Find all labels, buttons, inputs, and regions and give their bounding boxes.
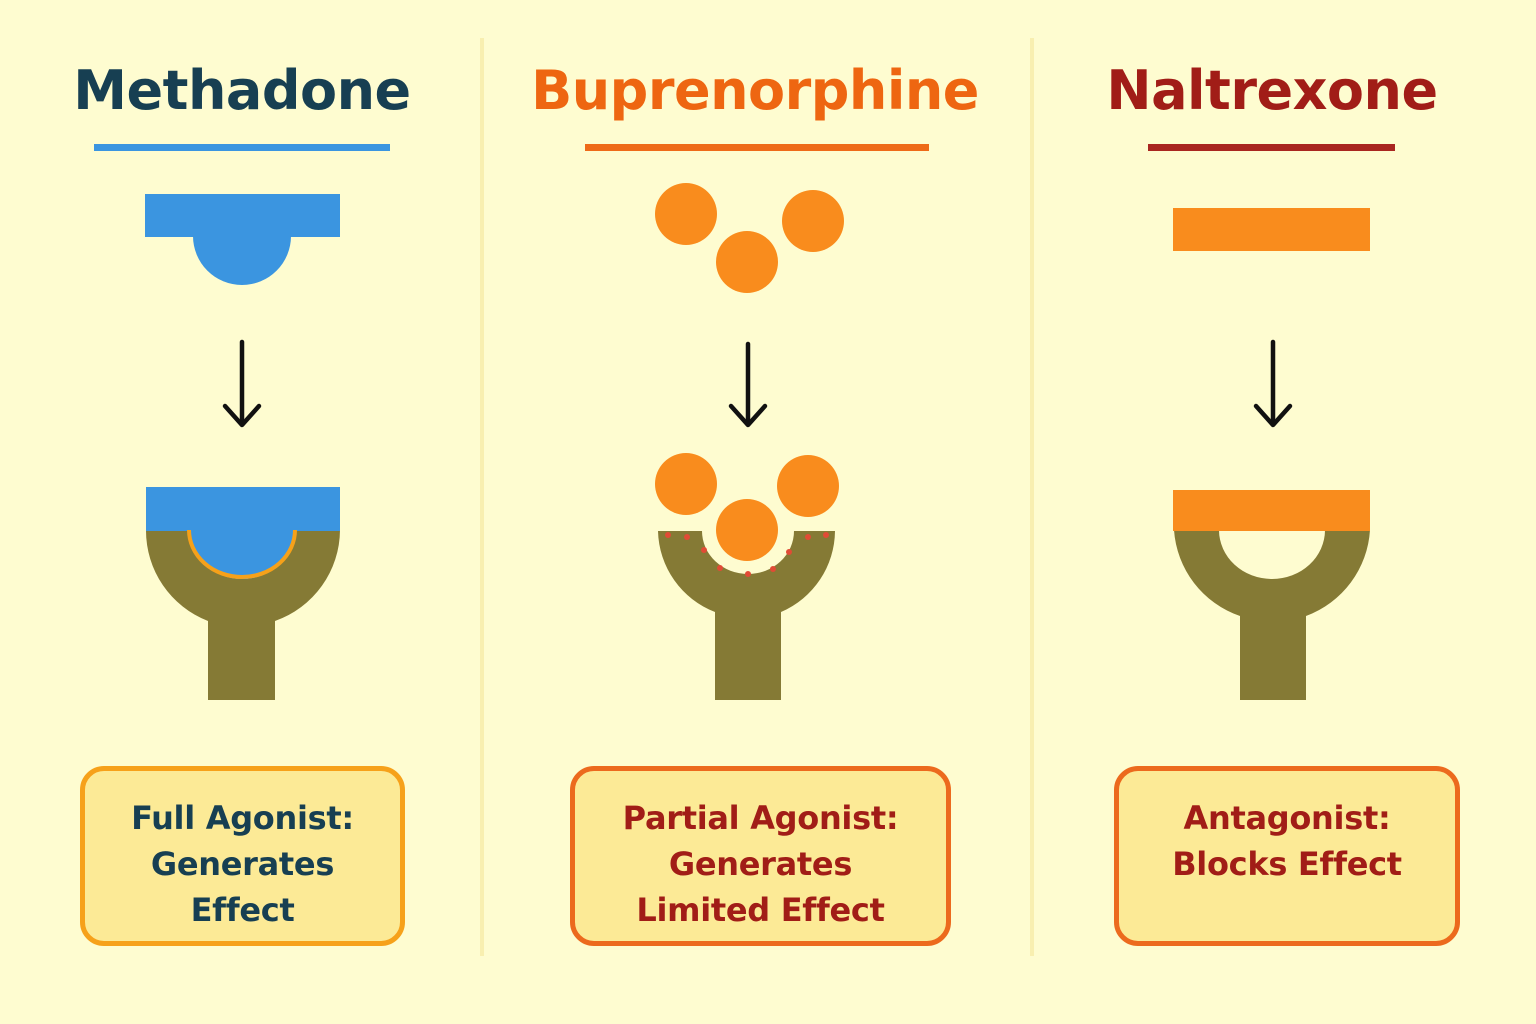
- buprenorphine-effect-line-3: Limited Effect: [636, 891, 885, 929]
- naltrexone-title-underline: [1148, 144, 1395, 151]
- buprenorphine-effect-line-2: Generates: [668, 845, 853, 883]
- methadone-effect-line-1: Full Agonist:: [131, 799, 354, 837]
- naltrexone-bound-molecule-icon: [1173, 490, 1370, 531]
- column-divider-right: [1030, 38, 1034, 956]
- methadone-effect-line-3: Effect: [190, 891, 295, 929]
- down-arrow-icon: [728, 341, 768, 428]
- methadone-molecule-icon: [145, 194, 340, 285]
- down-arrow-icon: [222, 339, 262, 428]
- receptor-icon: [145, 530, 340, 700]
- receptor-icon: [1174, 530, 1370, 700]
- buprenorphine-effect-box: Partial Agonist: Generates Limited Effec…: [570, 766, 951, 946]
- naltrexone-effect-line-2: Blocks Effect: [1172, 845, 1402, 883]
- methadone-bound-molecule-icon: [146, 487, 340, 579]
- partial-binding-dots: [665, 532, 829, 577]
- naltrexone-effect-box: Antagonist: Blocks Effect: [1114, 766, 1460, 946]
- naltrexone-title: Naltrexone: [1106, 59, 1438, 122]
- methadone-effect-line-2: Generates: [150, 845, 335, 883]
- column-divider-left: [480, 38, 484, 956]
- methadone-title-underline: [94, 144, 390, 151]
- down-arrow-icon: [1253, 339, 1293, 428]
- buprenorphine-title-underline: [585, 144, 929, 151]
- buprenorphine-title: Buprenorphine: [531, 59, 979, 122]
- methadone-effect-box: Full Agonist: Generates Effect: [80, 766, 405, 946]
- receptor-icon: [658, 531, 835, 700]
- buprenorphine-effect-line-1: Partial Agonist:: [622, 799, 899, 837]
- naltrexone-molecule-icon: [1173, 208, 1370, 251]
- buprenorphine-molecule-icon: [655, 183, 844, 293]
- naltrexone-effect-line-1: Antagonist:: [1183, 799, 1391, 837]
- methadone-title: Methadone: [73, 59, 411, 122]
- buprenorphine-bound-molecule-icon: [655, 453, 839, 561]
